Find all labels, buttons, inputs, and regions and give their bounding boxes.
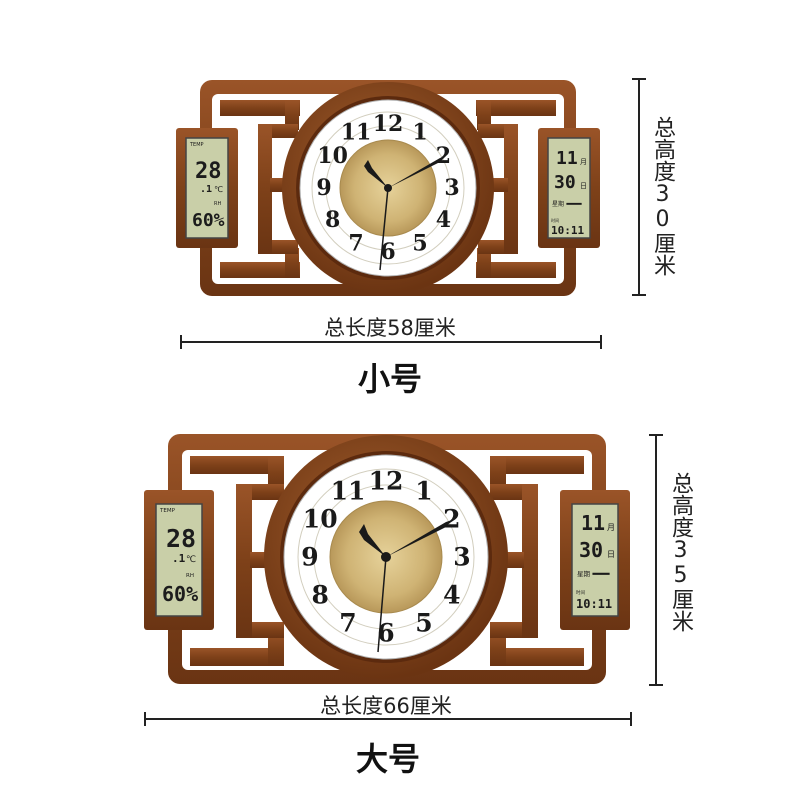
large-lcd-month: 11 [581, 511, 605, 535]
small-clock-numeral-5: 5 [412, 230, 427, 256]
small-lcd-humidity: 60% [192, 210, 225, 231]
small-clock-numeral-6: 6 [380, 239, 395, 265]
small-lcd-time-tag: 时间 [551, 217, 559, 223]
small-lcd-temp-tag: TEMP [189, 142, 204, 148]
large-length-tick-right [630, 712, 632, 726]
small-clock-numeral-7: 7 [348, 230, 363, 256]
small-lcd-weekday: 一 [566, 195, 582, 214]
large-clock-numeral-11: 11 [331, 477, 366, 506]
large-length-label: 总长度66厘米 [320, 694, 452, 718]
large-lcd-rh-tag: RH [186, 573, 194, 579]
large-clock-numeral-4: 4 [443, 581, 460, 610]
large-clock-numeral-8: 8 [311, 581, 328, 610]
large-lcd-temperature: 28 [166, 524, 196, 553]
large-length-tick-left [144, 712, 146, 726]
small-clock-numeral-12: 12 [373, 111, 404, 137]
large-height-label: 总高度35厘米 [668, 472, 693, 632]
small-clock-numeral-8: 8 [325, 207, 340, 233]
small-lcd-month-unit: 月 [580, 158, 587, 166]
large-clock-numeral-6: 6 [377, 619, 394, 648]
small-length-tick-left [180, 335, 182, 349]
small-lcd-day-unit: 日 [580, 182, 587, 190]
small-lcd-month: 11 [556, 148, 578, 169]
small-lcd-day: 30 [554, 172, 576, 193]
large-clock-numeral-5: 5 [415, 608, 432, 637]
large-size-label: 大号 [355, 740, 420, 778]
large-lcd-temp-unit: ℃ [186, 555, 196, 565]
large-clock-numeral-2: 2 [443, 505, 460, 534]
small-lcd-temp-unit: ℃ [214, 185, 223, 194]
large-lcd-weekday: 一 [592, 565, 610, 586]
small-length-label: 总长度58厘米 [324, 316, 456, 340]
large-clock-numeral-7: 7 [339, 608, 356, 637]
large-lcd-day: 30 [579, 538, 603, 562]
small-clock-numeral-1: 1 [412, 120, 427, 146]
small-height-tick-bottom [632, 294, 646, 296]
small-size-label: 小号 [357, 360, 422, 398]
large-lcd-day-unit: 日 [607, 550, 615, 559]
large-clock-hands [359, 520, 452, 653]
small-lcd-week-tag: 星期 [552, 200, 564, 208]
large-lcd-temp-tag: TEMP [159, 508, 176, 514]
small-lcd-rh-tag: RH [214, 201, 221, 207]
small-clock-numeral-2: 2 [436, 143, 451, 169]
small-lcd-temperature: 28 [195, 159, 222, 184]
large-lcd-time: 10:11 [576, 597, 612, 611]
small-clock-numeral-9: 9 [316, 175, 331, 201]
large-height-tick-bottom [649, 684, 663, 686]
large-height-tick-top [649, 434, 663, 436]
small-height-tick-top [632, 78, 646, 80]
large-clock-numeral-12: 12 [369, 467, 404, 496]
small-clock-numeral-11: 11 [341, 120, 372, 146]
small-height-line [638, 78, 640, 296]
large-height-line [655, 434, 657, 686]
large-length-line [144, 718, 632, 720]
small-lcd-time: 10:11 [551, 224, 584, 237]
small-height-label: 总高度30厘米 [650, 116, 675, 276]
small-clock-numeral-3: 3 [444, 175, 459, 201]
large-lcd-decimal: .1 [172, 552, 186, 565]
small-clock-hands [364, 156, 446, 271]
large-clock-numeral-10: 10 [303, 505, 338, 534]
large-clock-numeral-9: 9 [301, 543, 318, 572]
large-lcd-week-tag: 星期 [577, 570, 591, 578]
large-lcd-time-tag: 时间 [576, 589, 585, 596]
large-clock-numeral-3: 3 [453, 543, 470, 572]
small-length-line [180, 341, 602, 343]
small-clock-numeral-10: 10 [317, 143, 348, 169]
small-length-tick-right [600, 335, 602, 349]
large-clock-numeral-1: 1 [415, 477, 432, 506]
small-lcd-decimal: .1 [200, 184, 212, 195]
large-lcd-humidity: 60% [162, 582, 198, 606]
small-clock-numeral-4: 4 [436, 207, 451, 233]
large-lcd-month-unit: 月 [607, 523, 615, 532]
